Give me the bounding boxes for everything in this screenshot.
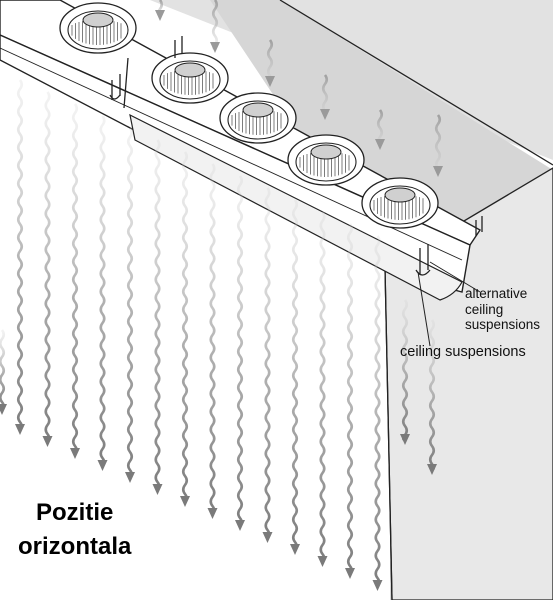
fan-row — [59, 2, 439, 229]
air-stream-arrow-15 — [0, 329, 7, 415]
title-line-1: Pozitie — [36, 499, 114, 526]
air-stream-arrow-12 — [317, 211, 328, 567]
leader-ceiling — [417, 271, 431, 347]
fan-1 — [59, 2, 137, 54]
air-stream-arrow-6 — [152, 139, 163, 495]
fan-5 — [361, 177, 439, 229]
air-stream-arrow-2 — [42, 91, 53, 447]
label-alt-line-3: suspensions — [465, 317, 541, 332]
intake-arrow-6 — [433, 114, 443, 177]
air-stream-arrow-8 — [207, 163, 218, 519]
air-stream-arrow-7 — [180, 151, 190, 507]
fan-4 — [287, 134, 365, 186]
intake-arrow-4 — [320, 74, 330, 120]
air-stream-arrow-4 — [97, 115, 108, 471]
intake-arrow-2 — [210, 0, 220, 53]
fan-3 — [219, 92, 297, 144]
label-alt-line-1: alternative — [465, 286, 528, 301]
air-stream-arrow-1 — [15, 79, 25, 435]
diagram-title: Pozitie orizontala — [18, 496, 131, 564]
air-stream-arrow-10 — [262, 187, 273, 543]
intake-arrow-5 — [375, 109, 385, 150]
leader-alternative — [429, 261, 481, 293]
fan-2 — [151, 52, 229, 104]
title-line-2: orizontala — [18, 533, 132, 560]
air-stream-arrow-9 — [235, 175, 245, 531]
label-ceiling-suspensions: ceiling suspensions — [400, 344, 526, 360]
label-alt-line-2: ceiling — [465, 301, 504, 317]
air-stream-arrow-3 — [70, 103, 80, 459]
air-stream-arrow-14 — [372, 235, 383, 591]
wall-corner-line — [384, 267, 393, 600]
unit-joint — [123, 57, 129, 109]
intake-arrow-3 — [265, 39, 275, 87]
air-stream-arrow-13 — [345, 223, 355, 579]
wall-edge-line — [279, 0, 553, 166]
intake-arrows — [155, 0, 443, 177]
wall-stream-arrow-2 — [427, 319, 437, 475]
intake-arrow-1 — [155, 0, 165, 21]
air-stream-arrows — [0, 79, 437, 591]
label-alternative-ceiling-suspensions: alternative ceiling suspensions — [465, 286, 540, 333]
ceiling-suspension-hooks — [109, 36, 483, 276]
air-stream-arrow-5 — [125, 127, 135, 483]
wall-stream-arrow-1 — [400, 299, 410, 445]
air-stream-arrow-11 — [290, 199, 300, 555]
